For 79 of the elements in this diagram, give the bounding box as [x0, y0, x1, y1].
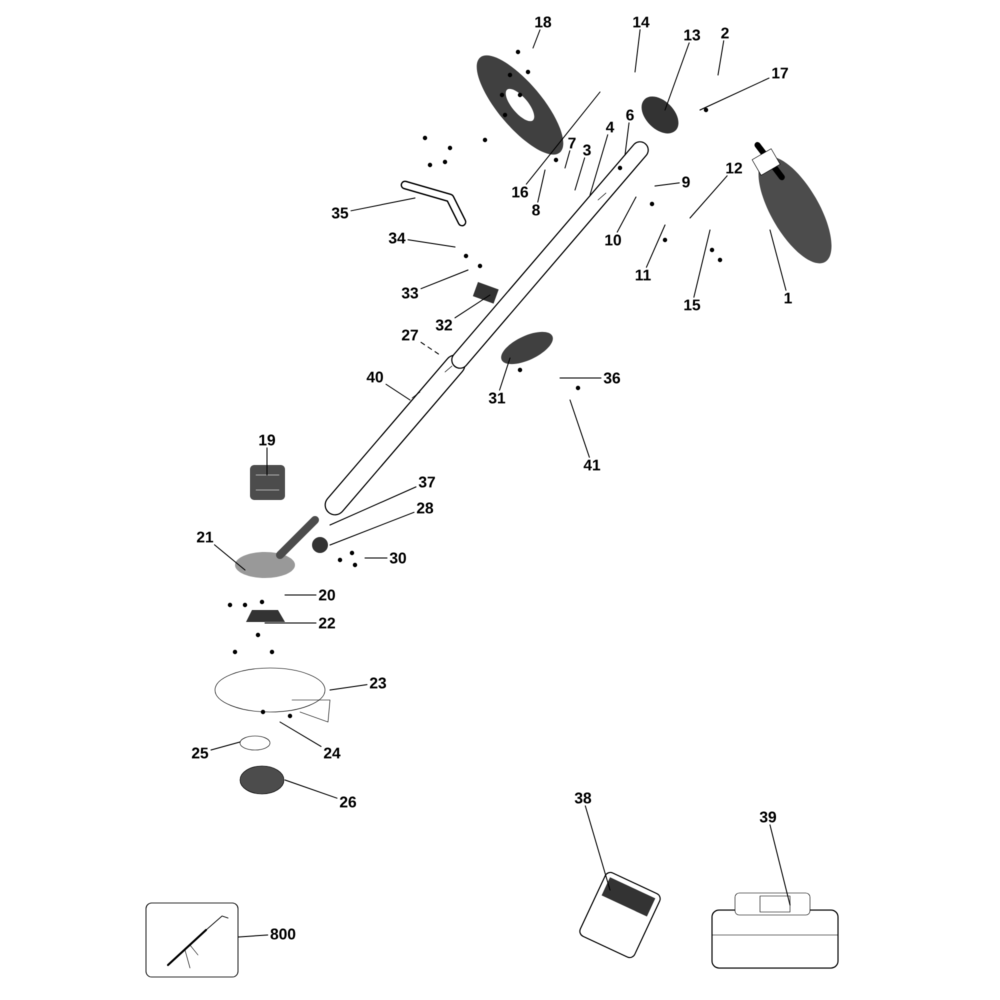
callout-number: 39 — [760, 812, 776, 822]
leader-line — [350, 198, 416, 212]
callout-number: 1 — [784, 292, 792, 304]
leader-line — [330, 684, 368, 690]
leader-line — [386, 384, 410, 400]
callout-number: 4 — [606, 122, 614, 132]
leader-line — [264, 622, 316, 624]
leader-line — [564, 150, 570, 168]
callout-number: 24 — [324, 748, 341, 758]
callout-number: 38 — [574, 792, 592, 804]
leader-line — [280, 722, 322, 747]
leader-line — [420, 270, 468, 290]
callout-number: 20 — [318, 590, 335, 600]
callout-number: 16 — [512, 186, 528, 198]
leader-line — [408, 239, 456, 248]
callout-number: 9 — [682, 176, 690, 188]
leader-line — [499, 358, 510, 391]
leader-line — [330, 486, 416, 526]
callout-number: 12 — [726, 162, 742, 174]
callout-number: 23 — [370, 678, 386, 688]
leader-line — [284, 780, 338, 799]
callout-number: 32 — [436, 320, 452, 330]
leader-line — [574, 157, 586, 190]
callout-number: 33 — [402, 288, 418, 298]
leader-line — [537, 170, 546, 203]
callout-number: 28 — [416, 502, 434, 514]
leader-line — [420, 342, 440, 356]
leader-line — [210, 742, 240, 750]
callout-number: 10 — [605, 234, 621, 246]
callout-number: 41 — [584, 460, 600, 470]
callout-number: 15 — [684, 300, 700, 310]
leader-line — [284, 594, 316, 596]
leader-line — [718, 40, 724, 76]
leader-line — [693, 230, 710, 298]
leader-line — [266, 447, 268, 476]
leader-line — [330, 512, 414, 546]
leader-line — [769, 824, 790, 906]
leader-line — [570, 400, 590, 458]
callout-number: 21 — [196, 532, 214, 542]
leader-line — [584, 805, 610, 890]
callout-number: 26 — [340, 796, 356, 808]
callout-number: 37 — [418, 476, 435, 488]
leader-line — [646, 224, 666, 268]
leader-line — [454, 294, 490, 318]
callout-number: 6 — [626, 110, 634, 120]
callout-number: 25 — [192, 748, 208, 758]
callout-number: 34 — [388, 232, 406, 244]
callout-number: 40 — [366, 372, 383, 382]
callout-number: 36 — [604, 372, 620, 384]
callout-number: 35 — [332, 208, 348, 218]
leader-line — [238, 934, 268, 938]
leader-line — [624, 122, 630, 156]
callout-number: 8 — [532, 204, 540, 216]
callout-number: 800 — [270, 928, 296, 940]
leader-line — [590, 134, 608, 196]
callout-number: 31 — [488, 392, 506, 404]
callout-number: 22 — [318, 618, 335, 628]
leader-line — [532, 29, 540, 48]
callout-number: 11 — [636, 270, 651, 280]
leader-line — [654, 182, 680, 186]
callout-number: 19 — [259, 434, 276, 446]
leader-line — [700, 78, 770, 110]
callout-number: 27 — [402, 330, 418, 340]
callout-number: 17 — [772, 68, 788, 78]
callout-number: 2 — [721, 28, 729, 38]
leader-line — [690, 175, 728, 218]
callout-number: 14 — [633, 16, 650, 28]
leader-line — [770, 230, 786, 291]
leader-line — [616, 196, 636, 233]
callout-number: 13 — [684, 30, 700, 40]
callout-number: 3 — [583, 144, 591, 156]
leader-line — [664, 42, 690, 110]
callout-number: 18 — [535, 16, 552, 28]
callout-number: 7 — [568, 138, 576, 148]
callout-number: 30 — [390, 552, 406, 564]
leader-line — [634, 29, 641, 72]
leader-line — [214, 544, 246, 570]
inset-box — [146, 902, 238, 978]
leader-line — [526, 92, 600, 185]
